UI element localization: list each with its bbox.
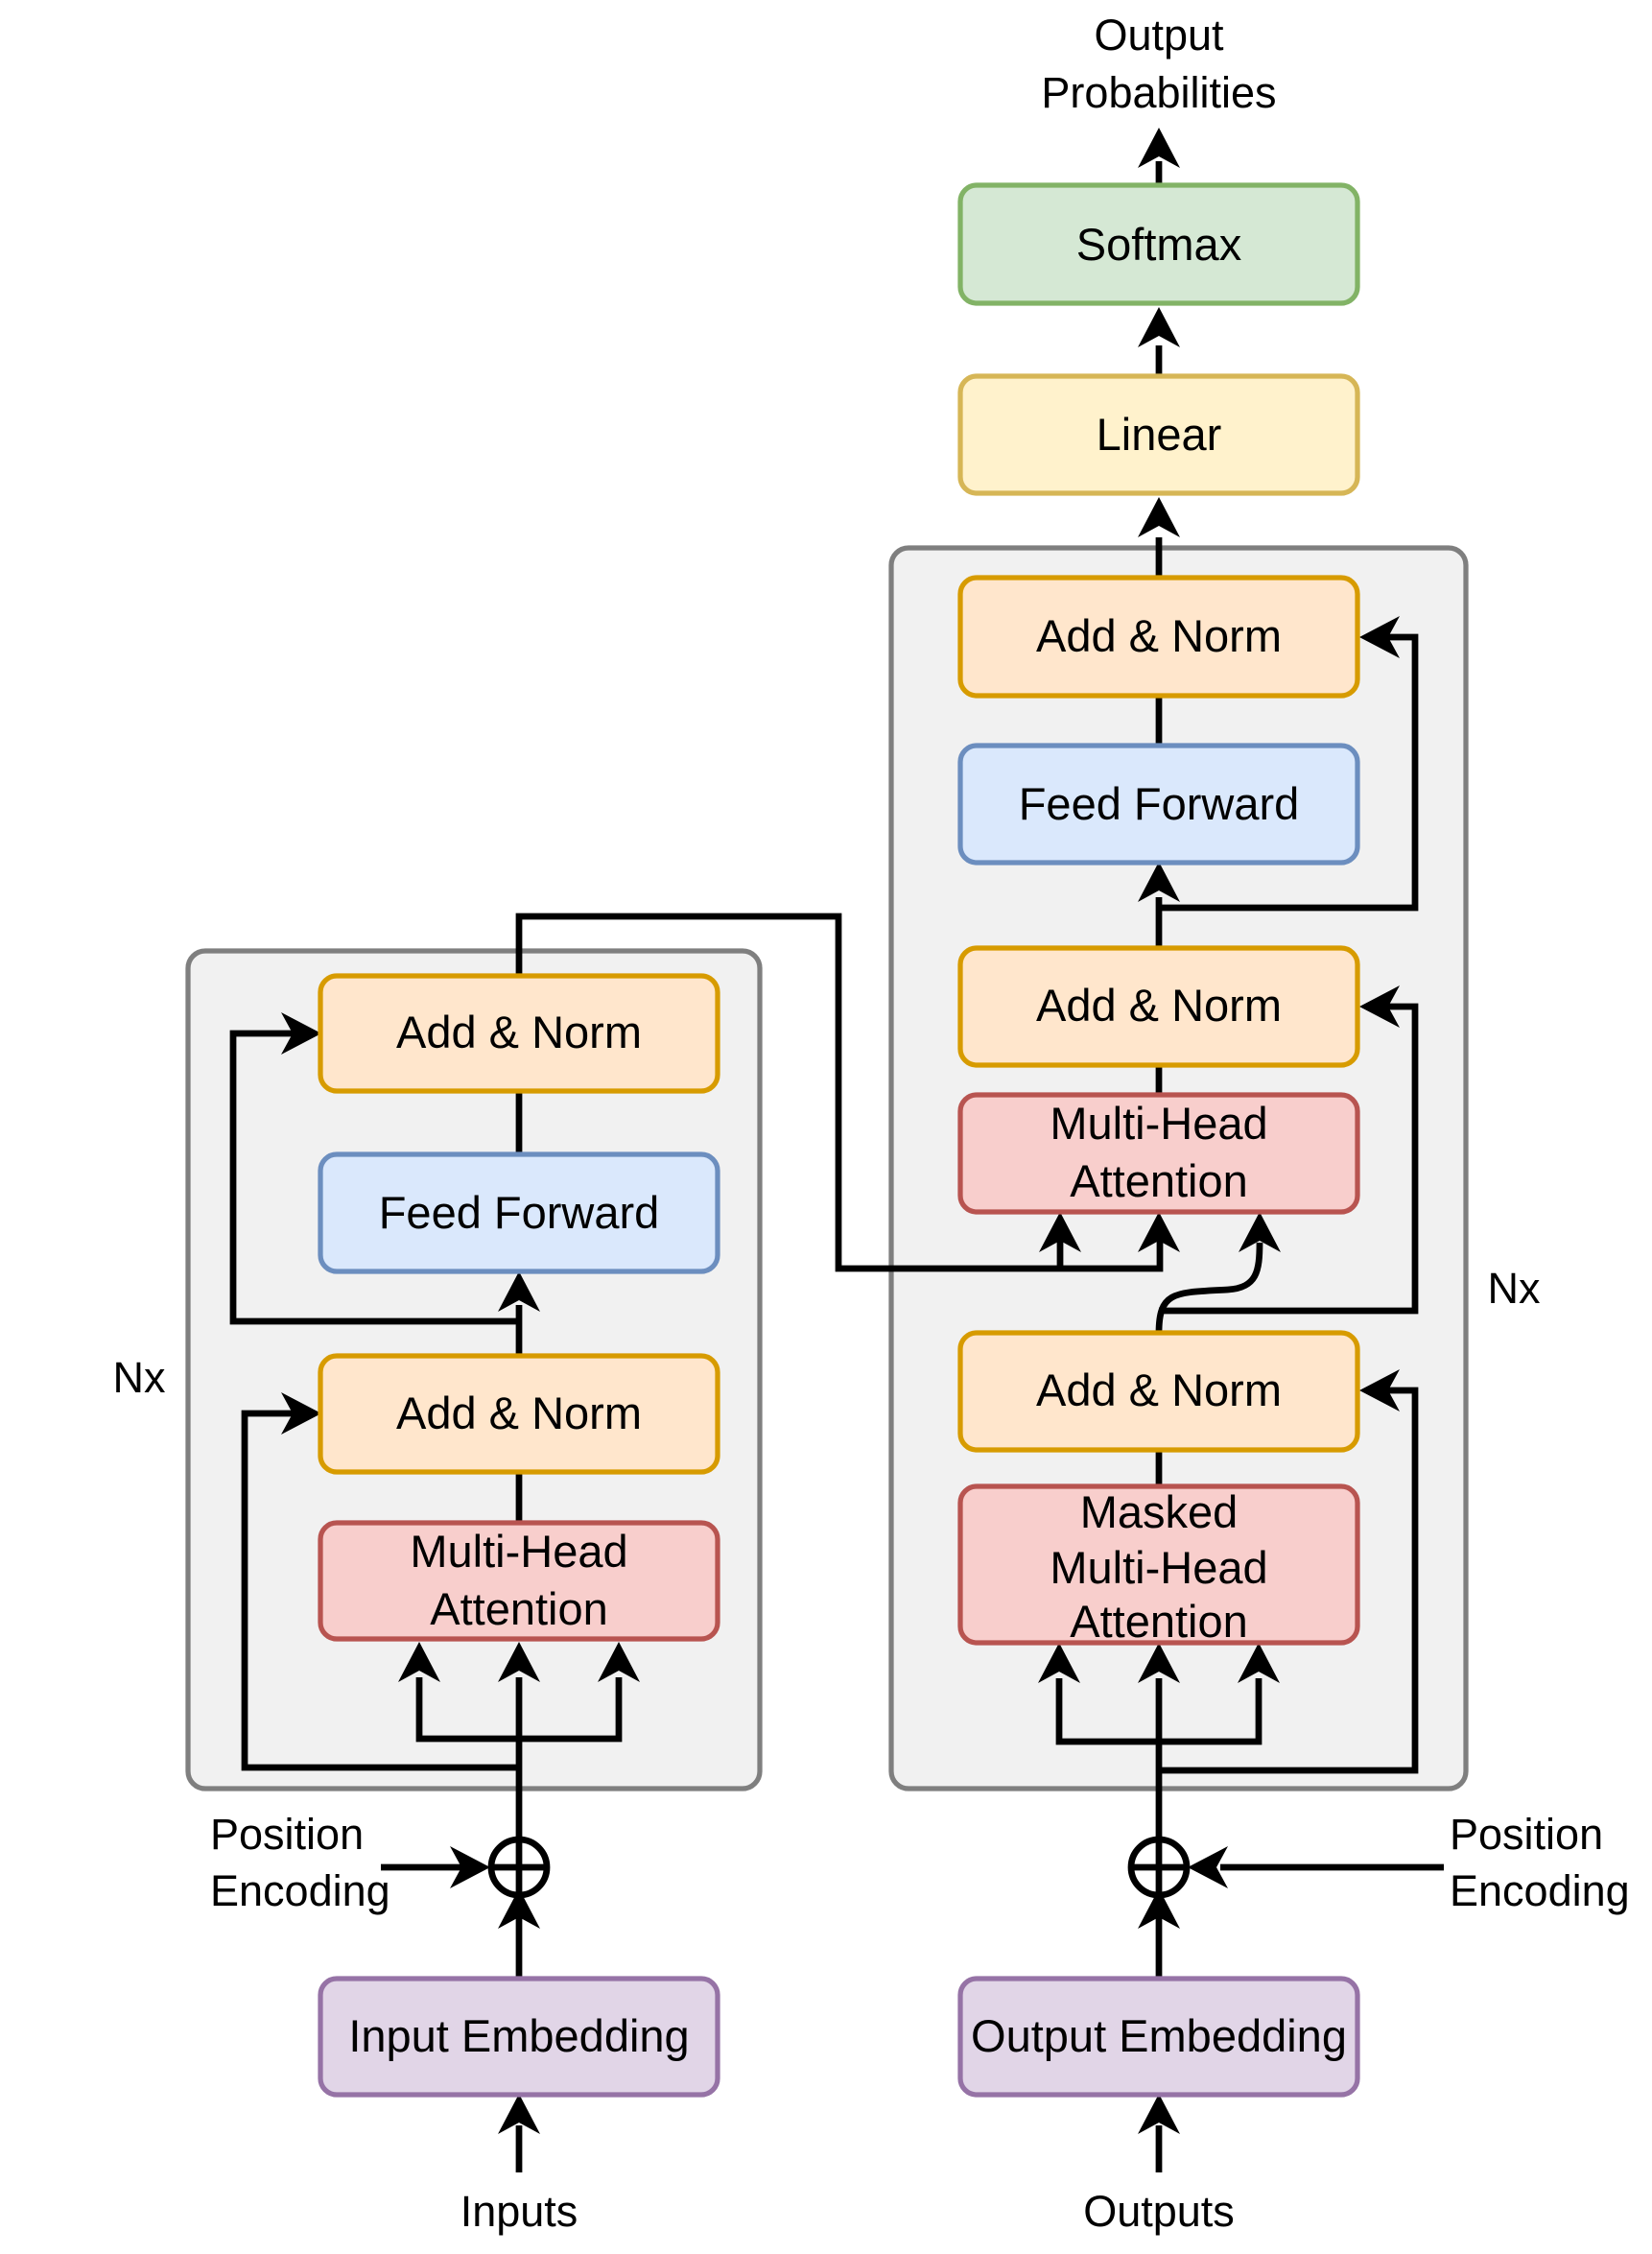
- decoder-repeat-label: Nx: [1488, 1264, 1541, 1313]
- linear-label: Linear: [1097, 409, 1222, 460]
- decoder-residual-3-line: [1159, 633, 1419, 912]
- softmax-block: [957, 182, 1360, 306]
- arrowhead-icon: [1138, 2094, 1180, 2134]
- encoder-embedding-block: [318, 1976, 720, 2098]
- decoder-outputs-label: Outputs: [1083, 2187, 1235, 2236]
- encoder-repeat-label: Nx: [113, 1353, 166, 1402]
- arrowhead-icon: [1138, 1212, 1180, 1252]
- decoder-feed-forward-label: Feed Forward: [1019, 778, 1300, 829]
- output-probabilities-line-2: Probabilities: [1041, 68, 1276, 117]
- arrowhead-icon: [1138, 1888, 1180, 1929]
- arrowhead-icon: [1238, 1643, 1280, 1683]
- arrowhead-icon: [1039, 1212, 1081, 1252]
- arrowhead-icon: [1359, 1369, 1400, 1412]
- arrowhead-icon: [1239, 1212, 1281, 1252]
- decoder-position-encoding-line-1: Position: [1450, 1810, 1603, 1859]
- arrowhead-icon: [1359, 616, 1400, 658]
- decoder-masked-attention-label-line-3: Attention: [1070, 1596, 1248, 1647]
- arrowhead-icon: [1359, 985, 1400, 1028]
- arrowhead-icon: [1188, 1846, 1228, 1888]
- decoder-add-norm-middle-block: [957, 945, 1360, 1068]
- encoder-output-to-decoder-line: [515, 913, 1164, 1272]
- encoder-positional-add-icon: [487, 1836, 551, 1899]
- arrowhead-icon: [1138, 862, 1180, 902]
- softmax-label: Softmax: [1076, 219, 1241, 270]
- decoder-add-norm-bottom-label: Add & Norm: [1036, 1364, 1282, 1415]
- decoder-feed-forward-block: [957, 743, 1360, 866]
- decoder-add-norm-top-label: Add & Norm: [1036, 610, 1282, 661]
- arrowhead-icon: [398, 1642, 440, 1682]
- decoder-positional-add-icon: [1127, 1836, 1191, 1899]
- decoder-masked-attention-block: [957, 1483, 1360, 1646]
- encoder-add-norm-bottom-label: Add & Norm: [396, 1388, 642, 1438]
- decoder-embedding-block: [957, 1976, 1360, 2098]
- decoder-embedding-label: Output Embedding: [971, 2010, 1347, 2061]
- encoder-inputs-label: Inputs: [460, 2187, 578, 2236]
- arrowhead-icon: [498, 1642, 540, 1682]
- encoder-embedding-label: Input Embedding: [348, 2010, 689, 2061]
- decoder-residual-2-line: [1159, 1003, 1419, 1315]
- arrowhead-icon: [281, 1012, 321, 1055]
- encoder-add-norm-top-block: [318, 973, 720, 1094]
- encoder-feed-forward-label: Feed Forward: [379, 1187, 660, 1238]
- decoder-cross-attention-block: [957, 1092, 1360, 1215]
- encoder-attention-block: [318, 1520, 720, 1642]
- decoder-add-norm-bottom-block: [957, 1330, 1360, 1453]
- arrowhead-icon: [498, 2094, 540, 2134]
- arrowheads: [281, 128, 1400, 2134]
- decoder-addnorm-to-cross-attention-line: [1155, 1242, 1263, 1334]
- arrowhead-icon: [598, 1642, 640, 1682]
- encoder-position-encoding-line-1: Position: [210, 1810, 364, 1859]
- encoder-attention-label-line-2: Attention: [430, 1583, 608, 1634]
- encoder-residual-1-line: [241, 1410, 519, 1771]
- decoder-masked-attention-label-line-1: Masked: [1080, 1486, 1239, 1537]
- decoder-cross-attention-label-line-1: Multi-Head: [1050, 1098, 1267, 1149]
- arrowhead-icon: [1138, 1643, 1180, 1683]
- arrowhead-icon: [1138, 307, 1180, 347]
- encoder-attention-label-line-1: Multi-Head: [410, 1526, 627, 1577]
- arrowhead-icon: [1138, 128, 1180, 168]
- arrowhead-icon: [498, 1271, 540, 1312]
- encoder-feed-forward-block: [318, 1151, 720, 1274]
- encoder-add-norm-bottom-block: [318, 1353, 720, 1475]
- arrowhead-icon: [281, 1392, 321, 1435]
- encoder-residual-2-line: [229, 1030, 519, 1325]
- arrowhead-icon: [1138, 497, 1180, 537]
- decoder-position-encoding-line-2: Encoding: [1450, 1866, 1630, 1915]
- encoder-attention-branches-line: [415, 1677, 623, 1743]
- decoder-cross-attention-label-line-2: Attention: [1070, 1155, 1248, 1206]
- decoder-masked-attention-branches-line: [1055, 1678, 1263, 1745]
- arrowhead-icon: [1038, 1643, 1080, 1683]
- encoder-position-encoding-line-2: Encoding: [210, 1866, 390, 1915]
- decoder-add-norm-middle-label: Add & Norm: [1036, 980, 1282, 1031]
- output-probabilities-line-1: Output: [1094, 11, 1224, 59]
- encoder-add-norm-top-label: Add & Norm: [396, 1007, 642, 1057]
- decoder-add-norm-top-block: [957, 575, 1360, 699]
- decoder-residual-1-line: [1159, 1387, 1419, 1774]
- decoder-masked-attention-label-line-2: Multi-Head: [1050, 1542, 1267, 1593]
- linear-block: [957, 373, 1360, 496]
- arrowhead-icon: [498, 1888, 540, 1929]
- arrowhead-icon: [450, 1846, 490, 1888]
